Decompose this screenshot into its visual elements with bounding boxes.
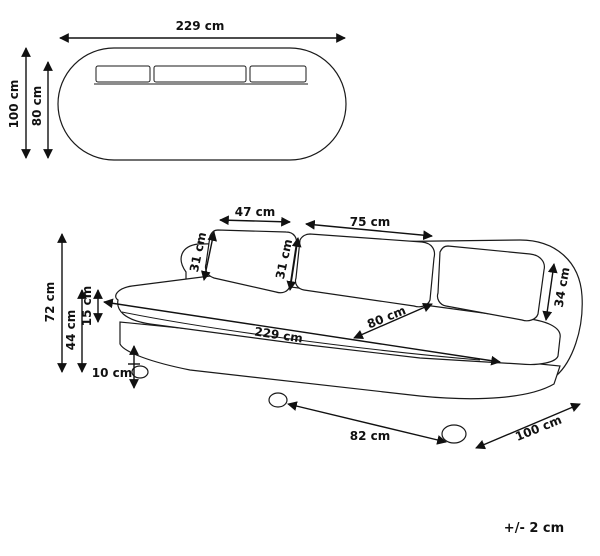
perspective-view: 47 cm 75 cm 31 cm 31 cm 34 cm 72 cm 44 c… [43, 205, 583, 450]
cushion-side-width-label: 47 cm [235, 205, 276, 219]
cushion-left-height-dimension [201, 231, 217, 281]
cushion-right-height-label: 34 cm [552, 266, 573, 308]
seat-height-label: 44 cm [64, 310, 78, 351]
cushion-right-height-dimension [542, 263, 558, 321]
seat-width-dimension [103, 298, 501, 366]
top-depth-seat-label: 80 cm [30, 86, 44, 127]
top-depth-outer-label: 100 cm [7, 80, 21, 129]
seat-depth-dimension [353, 303, 433, 339]
total-depth-dimension [475, 402, 581, 450]
tolerance-note: +/- 2 cm [504, 521, 564, 536]
total-depth-label: 100 cm [513, 413, 564, 444]
leg-back-left [268, 392, 288, 408]
top-view-cushion-right [249, 65, 307, 83]
leg-front-right [441, 424, 467, 444]
cushion-side-width-dimension [219, 215, 291, 227]
cushion-center-width-dimension [305, 219, 433, 241]
leg-height-label: 10 cm [92, 366, 133, 380]
top-view-cushion-left [95, 65, 151, 83]
top-width-label: 229 cm [176, 19, 225, 33]
top-view-cushion-center [153, 65, 247, 83]
cushion-center-height-dimension [286, 237, 302, 291]
total-height-label: 72 cm [43, 282, 57, 323]
cushion-center-width-label: 75 cm [350, 215, 391, 229]
seat-thickness-label: 15 cm [80, 286, 94, 327]
base-width-label: 82 cm [350, 429, 391, 443]
top-view: 229 cm 100 cm 80 cm [7, 19, 347, 161]
top-view-outline [57, 47, 347, 161]
base-width-dimension [287, 401, 447, 445]
